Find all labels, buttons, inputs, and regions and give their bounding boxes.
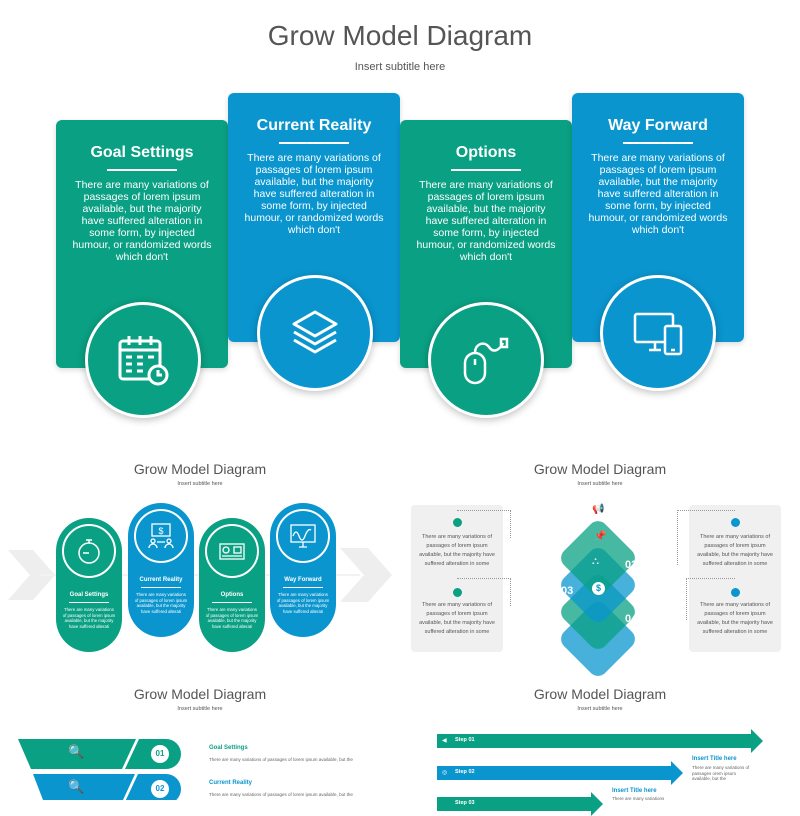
step-arrow-1: ◀ Step 01 (437, 729, 763, 753)
step-number: 02 (625, 559, 638, 571)
section-title: Grow Model Diagram (133, 686, 267, 702)
divider (279, 142, 349, 144)
funnel-bands (18, 739, 181, 800)
section-title: Grow Model Diagram (533, 461, 667, 477)
section-title: Grow Model Diagram (133, 461, 267, 477)
section-subtitle: Insert subtitle here (177, 706, 223, 712)
card-current-reality: Current Reality There are many variation… (228, 93, 400, 342)
callout-body: There are many variations (612, 796, 665, 801)
divider (451, 169, 521, 171)
pill-title: Options (220, 592, 244, 598)
callout-title: Insert Title here (692, 756, 737, 762)
layers-icon (257, 275, 373, 391)
box-text: There are many variations of passages of… (697, 534, 773, 567)
pill-goal-settings: Goal Settings There are many variations … (56, 518, 122, 652)
box-text: There are many variations of passages of… (419, 534, 495, 567)
step-arrow-2: ◎ Step 02 (437, 761, 683, 785)
stopwatch-icon (62, 524, 116, 578)
marker-dot (453, 518, 462, 527)
step-label: Step 01 (455, 737, 475, 743)
money-transfer-icon: $ (134, 509, 188, 563)
box-text: There are many variations of passages of… (697, 602, 773, 635)
callout-title: Insert Title here (612, 788, 657, 794)
calendar-clock-icon (85, 302, 201, 418)
card-body: There are many variations of passages of… (244, 152, 384, 236)
page-subtitle: Insert subtitle here (354, 61, 446, 73)
connector-line (457, 578, 511, 606)
divider (283, 587, 323, 588)
leaf-search-icon: 🔍 (68, 744, 85, 759)
pulse-search-icon: 🔍 (68, 779, 85, 794)
step-number: 03 (561, 585, 574, 597)
card-body: There are many variations of passages of… (72, 179, 212, 263)
pill-body: There are many variations of passages of… (134, 592, 188, 614)
step-arrow-3: Step 03 (437, 792, 603, 816)
item-body: There are many variations of passages of… (209, 757, 353, 762)
band-number: 01 (155, 749, 165, 758)
connector-line (686, 578, 735, 620)
section-subtitle: Insert subtitle here (577, 706, 623, 712)
pill-title: Goal Settings (69, 592, 109, 598)
card-options: Options There are many variations of pas… (400, 120, 572, 368)
megaphone-icon: 📢 (592, 504, 605, 515)
box-text: There are many variations of passages of… (419, 602, 495, 635)
divider (107, 169, 177, 171)
step-label: Step 02 (455, 769, 475, 775)
page-title: Grow Model Diagram (267, 20, 533, 51)
card-title: Goal Settings (90, 144, 194, 161)
pill-options: Options There are many variations of pas… (199, 518, 265, 652)
video-card-icon (205, 524, 259, 578)
mouse-icon (428, 302, 544, 418)
item-title: Current Reality (209, 780, 253, 786)
svg-text:$: $ (158, 526, 163, 536)
devices-icon (600, 275, 716, 391)
megaphone-icon: ◀ (442, 738, 447, 744)
card-title: Current Reality (256, 117, 372, 134)
section-title: Grow Model Diagram (533, 686, 667, 702)
divider (623, 142, 693, 144)
pill-current-reality: $ Current Reality There are many variati… (128, 503, 194, 637)
section-subtitle: Insert subtitle here (177, 481, 223, 487)
card-goal-settings: Goal Settings There are many variations … (56, 120, 228, 368)
step-number: 04 (625, 613, 638, 625)
hierarchy-icon: ⛬ (592, 556, 599, 567)
divider (212, 602, 252, 603)
card-title: Options (455, 144, 517, 161)
marker-dot (731, 518, 740, 527)
monitor-chart-icon (276, 509, 330, 563)
pill-body: There are many variations of passages of… (205, 607, 259, 629)
connector-line (457, 510, 511, 538)
connector-line (677, 510, 735, 565)
card-body: There are many variations of passages of… (588, 152, 728, 236)
card-body: There are many variations of passages of… (416, 179, 556, 263)
pill-title: Current Reality (139, 577, 183, 583)
item-title: Goal Settings (209, 745, 248, 751)
pill-way-forward: Way Forward There are many variations of… (270, 503, 336, 637)
marker-dot (731, 588, 740, 597)
marker-dot (453, 588, 462, 597)
chevron-right-icon (8, 550, 55, 600)
dollar-icon: $ (592, 582, 605, 595)
callout-body: There are many variations of passages or… (692, 765, 750, 781)
pill-body: There are many variations of passages of… (276, 592, 330, 614)
divider (141, 587, 181, 588)
pill-body: There are many variations of passages of… (62, 607, 116, 629)
target-icon: ◎ (442, 770, 448, 776)
pin-icon: 📌 (594, 531, 607, 542)
card-title: Way Forward (608, 117, 708, 134)
pill-title: Way Forward (284, 577, 322, 583)
section-subtitle: Insert subtitle here (577, 481, 623, 487)
step-number: 01 (561, 531, 574, 543)
chevron-right-icon (340, 548, 392, 602)
step-label: Step 03 (455, 800, 475, 806)
item-body: There are many variations of passages of… (209, 792, 353, 797)
band-number: 02 (155, 784, 165, 793)
divider (69, 602, 109, 603)
